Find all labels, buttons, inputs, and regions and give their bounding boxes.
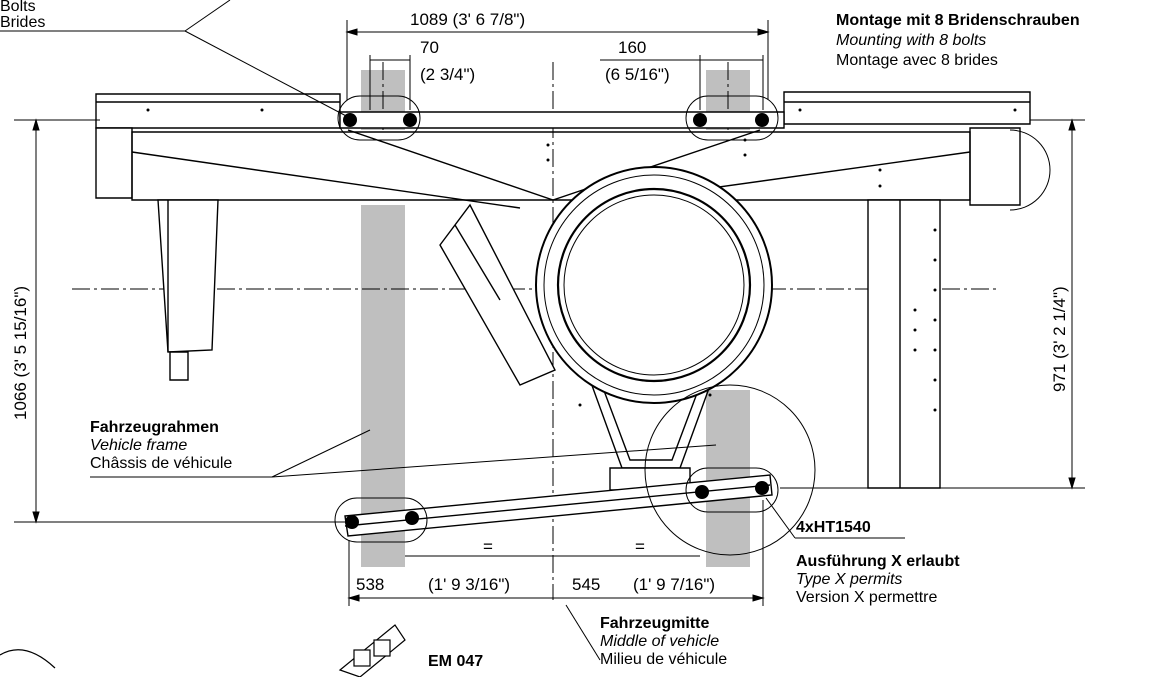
bolts — [343, 113, 769, 529]
dim-right-bolt-spacing: 160 — [618, 38, 646, 57]
axle-structure — [95, 91, 1031, 491]
vehicle-frame-rails — [361, 70, 750, 567]
em-047-sketch — [0, 624, 406, 677]
dim-right-height: 971 (3' 2 1/4") — [1050, 286, 1069, 392]
dim-bottom-left: 538 — [356, 575, 384, 594]
frame-label-en: Vehicle frame — [90, 437, 187, 454]
dim-bottom-right: 545 — [572, 575, 600, 594]
bolt-clamps — [334, 95, 779, 543]
leader-lines — [0, 0, 905, 661]
mounting-label-fr: Montage avec 8 brides — [836, 52, 998, 69]
mounting-label-de: Montage mit 8 Bridenschrauben — [836, 12, 1080, 29]
bolts-label-de: Bolts — [0, 0, 36, 15]
dim-bottom-left-imperial: (1' 9 3/16") — [428, 575, 510, 594]
bolt-icon — [755, 481, 769, 495]
bolts-label-fr: Brides — [0, 14, 45, 31]
type-label-en: Type X permits — [796, 571, 902, 588]
bolt-icon — [403, 113, 417, 127]
dim-left-bolt-spacing: 70 — [420, 38, 439, 57]
dim-left-height: 1066 (3' 5 15/16") — [11, 286, 30, 420]
part-code: 4xHT1540 — [796, 519, 871, 536]
dim-equal-left: = — [483, 537, 493, 556]
frame-label-fr: Châssis de véhicule — [90, 455, 232, 472]
middle-label-fr: Milieu de véhicule — [600, 651, 727, 668]
frame-rail-left-lower — [361, 205, 405, 567]
bolt-icon — [695, 485, 709, 499]
mounting-label-en: Mounting with 8 bolts — [836, 32, 986, 49]
bolt-icon — [405, 511, 419, 525]
dim-equal-right: = — [635, 537, 645, 556]
middle-label-en: Middle of vehicle — [600, 633, 719, 650]
dim-left-bolt-spacing-imperial: (2 3/4") — [420, 65, 475, 84]
dimension-lines — [14, 20, 1085, 606]
model-label: EM 047 — [428, 653, 483, 670]
detail-circles — [644, 129, 1051, 556]
dim-top-width: 1089 (3' 6 7/8") — [410, 10, 525, 29]
bolt-icon — [755, 113, 769, 127]
bolt-icon — [693, 113, 707, 127]
middle-label-de: Fahrzeugmitte — [600, 615, 709, 632]
bolt-icon — [345, 515, 359, 529]
frame-label-de: Fahrzeugrahmen — [90, 419, 219, 436]
type-label-fr: Version X permettre — [796, 589, 938, 606]
dim-bottom-right-imperial: (1' 9 7/16") — [633, 575, 715, 594]
dim-right-bolt-spacing-imperial: (6 5/16") — [605, 65, 670, 84]
wheel-hub — [535, 166, 773, 404]
detail-dots — [146, 108, 1017, 412]
type-label-de: Ausführung X erlaubt — [796, 553, 960, 570]
labels: Bolts Brides Montage mit 8 Bridenschraub… — [0, 0, 1080, 670]
